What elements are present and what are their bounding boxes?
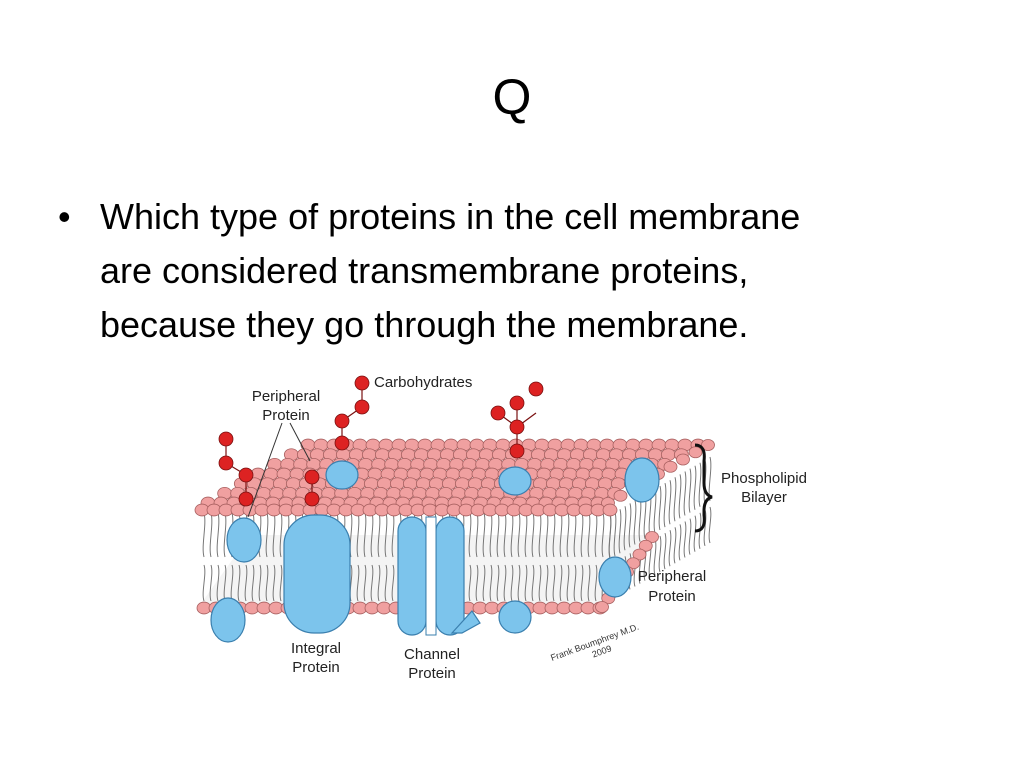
lipid-tail: [689, 469, 691, 513]
lipid-head: [677, 454, 690, 465]
lipid-tail: [669, 480, 671, 524]
lipid-tail: [664, 483, 666, 527]
lipid-tail: [210, 513, 212, 557]
lipid-tail: [203, 565, 205, 601]
carbohydrate-unit: [335, 436, 349, 450]
author-credit: Frank Boumphrey M.D. 2009: [549, 622, 644, 674]
carbohydrate-unit: [305, 470, 319, 484]
peripheral-protein-left: [227, 518, 261, 562]
cell-membrane-diagram: Carbohydrates Peripheral Protein Phospho…: [190, 365, 840, 695]
label-channel-1: Channel: [404, 646, 460, 663]
carbohydrate-unit: [219, 432, 233, 446]
channel-protein-right-half: [436, 517, 464, 635]
carbohydrate-unit: [355, 400, 369, 414]
lipid-tail: [709, 507, 711, 543]
lipid-head: [603, 504, 617, 516]
lipid-tail: [659, 486, 661, 530]
channel-pore: [426, 517, 436, 635]
lipid-tail: [699, 463, 701, 507]
label-bilayer: Bilayer: [741, 489, 787, 506]
lipid-tail: [669, 530, 671, 566]
lipid-head: [664, 461, 677, 472]
carbohydrate-unit: [529, 382, 543, 396]
label-phospholipid: Phospholipid: [721, 470, 807, 487]
integral-protein: [284, 515, 350, 633]
lipid-tail: [674, 477, 676, 521]
lipid-tail: [679, 524, 681, 560]
lipid-tail: [679, 474, 681, 518]
carbohydrate-unit: [355, 376, 369, 390]
label-peripheral-right-2: Protein: [648, 588, 696, 605]
carbohydrate-unit: [239, 492, 253, 506]
lipid-tail: [694, 466, 696, 510]
peripheral-protein-bottom-left: [211, 598, 245, 642]
carbohydrate-unit: [510, 444, 524, 458]
channel-protein: [398, 517, 464, 635]
carbohydrate-unit: [510, 420, 524, 434]
label-peripheral-top-2: Protein: [262, 407, 310, 424]
label-channel-2: Protein: [408, 665, 456, 682]
lipid-tail: [674, 527, 676, 563]
peripheral-protein-right: [599, 557, 631, 597]
carbohydrate-unit: [305, 492, 319, 506]
channel-protein-left-half: [398, 517, 426, 635]
lipid-tail: [224, 513, 226, 557]
label-integral-2: Protein: [292, 659, 340, 676]
carbohydrate-unit: [219, 456, 233, 470]
label-carbohydrates: Carbohydrates: [374, 374, 472, 391]
label-integral-1: Integral: [291, 640, 341, 657]
carbohydrate-unit: [335, 414, 349, 428]
top-protein-right-edge: [625, 458, 659, 502]
bullet-text: Which type of proteins in the cell membr…: [100, 190, 960, 352]
lipid-head: [689, 447, 702, 458]
lipid-tail: [659, 536, 661, 572]
lipid-tail: [203, 513, 205, 557]
lipid-tail: [664, 533, 666, 569]
bullet-line-1: Which type of proteins in the cell membr…: [100, 190, 960, 244]
bullet-dot-icon: •: [58, 190, 71, 244]
bullet-line-2: are considered transmembrane proteins,: [100, 244, 960, 298]
peripheral-protein-bottom: [499, 601, 531, 633]
lipid-tail: [689, 519, 691, 555]
label-peripheral-right-1: Peripheral: [638, 568, 706, 585]
slide-title: Q: [0, 62, 1024, 132]
lipid-head: [614, 490, 627, 501]
label-peripheral-top-1: Peripheral: [252, 388, 320, 405]
lipid-tail: [694, 516, 696, 552]
bullet-line-3: because they go through the membrane.: [100, 298, 960, 352]
top-protein-glycoprotein-1: [326, 461, 358, 489]
lipid-tail: [684, 522, 686, 558]
carbohydrate-unit: [510, 396, 524, 410]
carbohydrate-unit: [491, 406, 505, 420]
top-protein-glycoprotein-2: [499, 467, 531, 495]
lipid-tail: [217, 513, 219, 557]
lipid-tail: [684, 472, 686, 516]
carbohydrate-unit: [239, 468, 253, 482]
lipid-head: [596, 601, 609, 612]
